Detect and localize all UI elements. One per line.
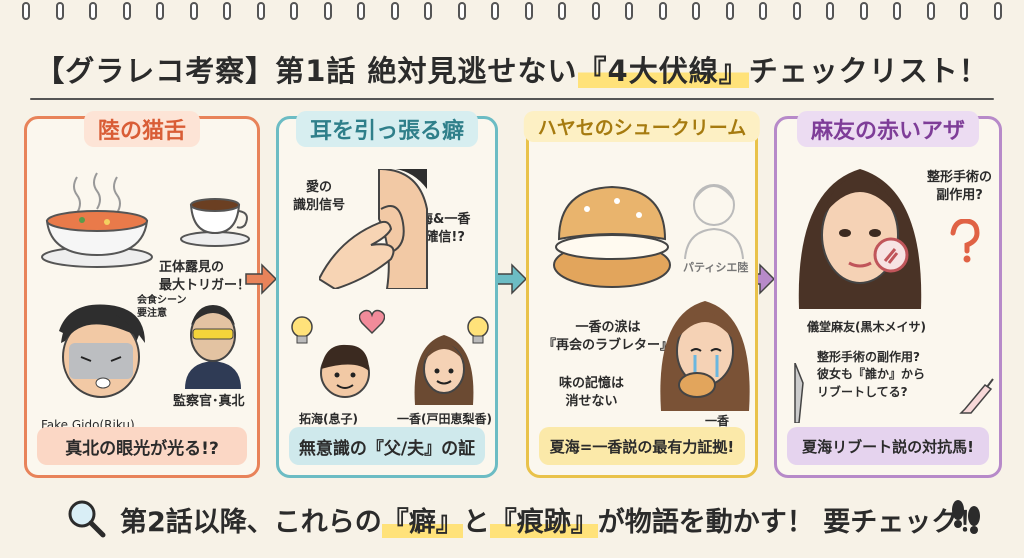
ring — [792, 2, 801, 20]
ring — [189, 2, 198, 20]
note-question: 整形手術の副作用? 彼女も『誰か』から リブートしてる? — [817, 350, 926, 399]
patissier-sketch-icon — [684, 184, 744, 259]
bottom-pre: 第2話以降、これらの — [120, 507, 382, 538]
lightbulb-icon — [291, 316, 313, 344]
crying-woman-icon — [660, 301, 750, 411]
footprints-icon — [952, 500, 980, 534]
ring — [323, 2, 332, 20]
ring — [424, 2, 432, 20]
ring — [859, 2, 868, 20]
label-ichika: 一香 — [705, 414, 730, 428]
magnifier-icon — [68, 500, 106, 538]
ring — [993, 2, 1002, 20]
lightbulb-icon — [467, 316, 489, 344]
note-tears: 一香の涙は 『再会のラブレター』 — [543, 320, 674, 353]
note-memory: 味の記憶は 消せない — [559, 376, 625, 409]
title-tail: チェックリスト！ — [748, 54, 989, 88]
ring — [926, 2, 935, 20]
panel-title: ハヤセのシュークリーム — [523, 111, 761, 142]
bottom-hl2: 『痕跡』 — [489, 507, 598, 538]
ring — [290, 2, 298, 20]
note-signal: 愛の 識別信号 — [293, 180, 346, 213]
panel-footer: 真北の眼光が光る!? — [37, 427, 247, 465]
syringe-icon — [959, 378, 994, 414]
ring — [390, 2, 399, 20]
bottom-text: 第2話以降、これらの『癖』と『痕跡』が物語を動かす！ 要チェック！ — [120, 500, 985, 539]
panel-ear-pull-habit: 耳を引っ張る癖 愛の 識別信号 拓海&一香 が確信!? 拓海(息子) 一香(戸田… — [276, 111, 498, 478]
panel-footer: 夏海リブート説の対抗馬! — [787, 427, 989, 465]
soup-bowl-icon — [41, 172, 153, 268]
ring — [256, 2, 265, 20]
ring — [491, 2, 499, 20]
ring — [893, 2, 901, 20]
panel-title: 耳を引っ張る癖 — [295, 111, 479, 147]
page-title: 【グラレコ考察】第1話 絶対見逃せない『4大伏線』チェックリスト！ — [0, 48, 1024, 90]
question-mark-icon — [950, 219, 980, 263]
ring — [524, 2, 533, 20]
ring — [156, 2, 164, 20]
panel-title: 陸の猫舌 — [83, 111, 201, 147]
bottom-hl1: 『癖』 — [381, 507, 463, 538]
title-highlight: 『4大伏線』 — [577, 54, 749, 88]
panel-title: 麻友の赤いアザ — [796, 111, 980, 147]
inspector-face-icon — [185, 305, 241, 389]
ring — [223, 2, 231, 20]
label-ichika: 一香(戸田恵梨香) — [397, 412, 492, 426]
arrow-right-icon — [245, 263, 278, 295]
ring — [759, 2, 767, 20]
title-underline — [30, 98, 994, 100]
panel-footer: 無意識の『父/夫』の証 — [289, 427, 485, 465]
ring — [89, 2, 97, 20]
ring — [625, 2, 633, 20]
ichika-face-icon — [414, 335, 474, 405]
boy-face-icon — [320, 344, 370, 398]
riku-face-icon — [59, 304, 145, 398]
ring — [725, 2, 734, 20]
ring — [558, 2, 566, 20]
label-inspector: 監察官･真北 — [173, 394, 245, 409]
label-patissier: パティシエ陸 — [683, 261, 749, 274]
note-trigger: 正体露見の 最大トリガー！ — [159, 260, 251, 293]
note-dinner: 会食シーン 要注意 — [137, 295, 187, 319]
panel-cream-puff: ハヤセのシュークリーム パティシエ陸 一香の涙は 『再会のラブレター』 味の記憶… — [523, 111, 761, 478]
cream-puff-icon — [553, 185, 671, 288]
panel-cat-tongue: 陸の猫舌 正体露見の 最大トリガー！ 会食シーン 要注意 監察官･真北 Fake… — [24, 111, 260, 478]
ring — [591, 2, 600, 20]
bottom-post: が物語を動かす！ 要チェック！ — [597, 507, 986, 538]
ring — [55, 2, 64, 20]
ring — [122, 2, 131, 20]
coffee-cup-icon — [180, 198, 250, 247]
ear-pull-icon — [319, 169, 428, 289]
ring — [960, 2, 968, 20]
ring — [457, 2, 466, 20]
spiral-binding — [0, 0, 1024, 22]
ring — [357, 2, 365, 20]
note-side-effect: 整形手術の 副作用? — [927, 170, 993, 203]
heart-icon — [359, 309, 385, 335]
label-takumi: 拓海(息子) — [299, 412, 358, 426]
ring — [692, 2, 700, 20]
ring — [826, 2, 834, 20]
ring — [658, 2, 667, 20]
scalpel-icon — [794, 363, 804, 423]
mayu-face-icon — [798, 169, 922, 309]
bottom-mid: と — [462, 507, 490, 538]
label-mayu: 儀堂麻友(黒木メイサ) — [807, 320, 926, 334]
panel-red-birthmark: 麻友の赤いアザ 整形手術の 副作用? 儀堂麻友(黒木メイサ) 整形手術の副作用?… — [774, 111, 1002, 478]
arrow-right-icon — [495, 263, 528, 295]
bottom-banner: 第2話以降、これらの『癖』と『痕跡』が物語を動かす！ 要チェック！ — [0, 496, 1024, 544]
title-main: 【グラレコ考察】第1話 絶対見逃せない — [35, 54, 578, 88]
panel-footer: 夏海=一香説の最有力証拠! — [539, 427, 745, 465]
ring — [22, 2, 30, 20]
